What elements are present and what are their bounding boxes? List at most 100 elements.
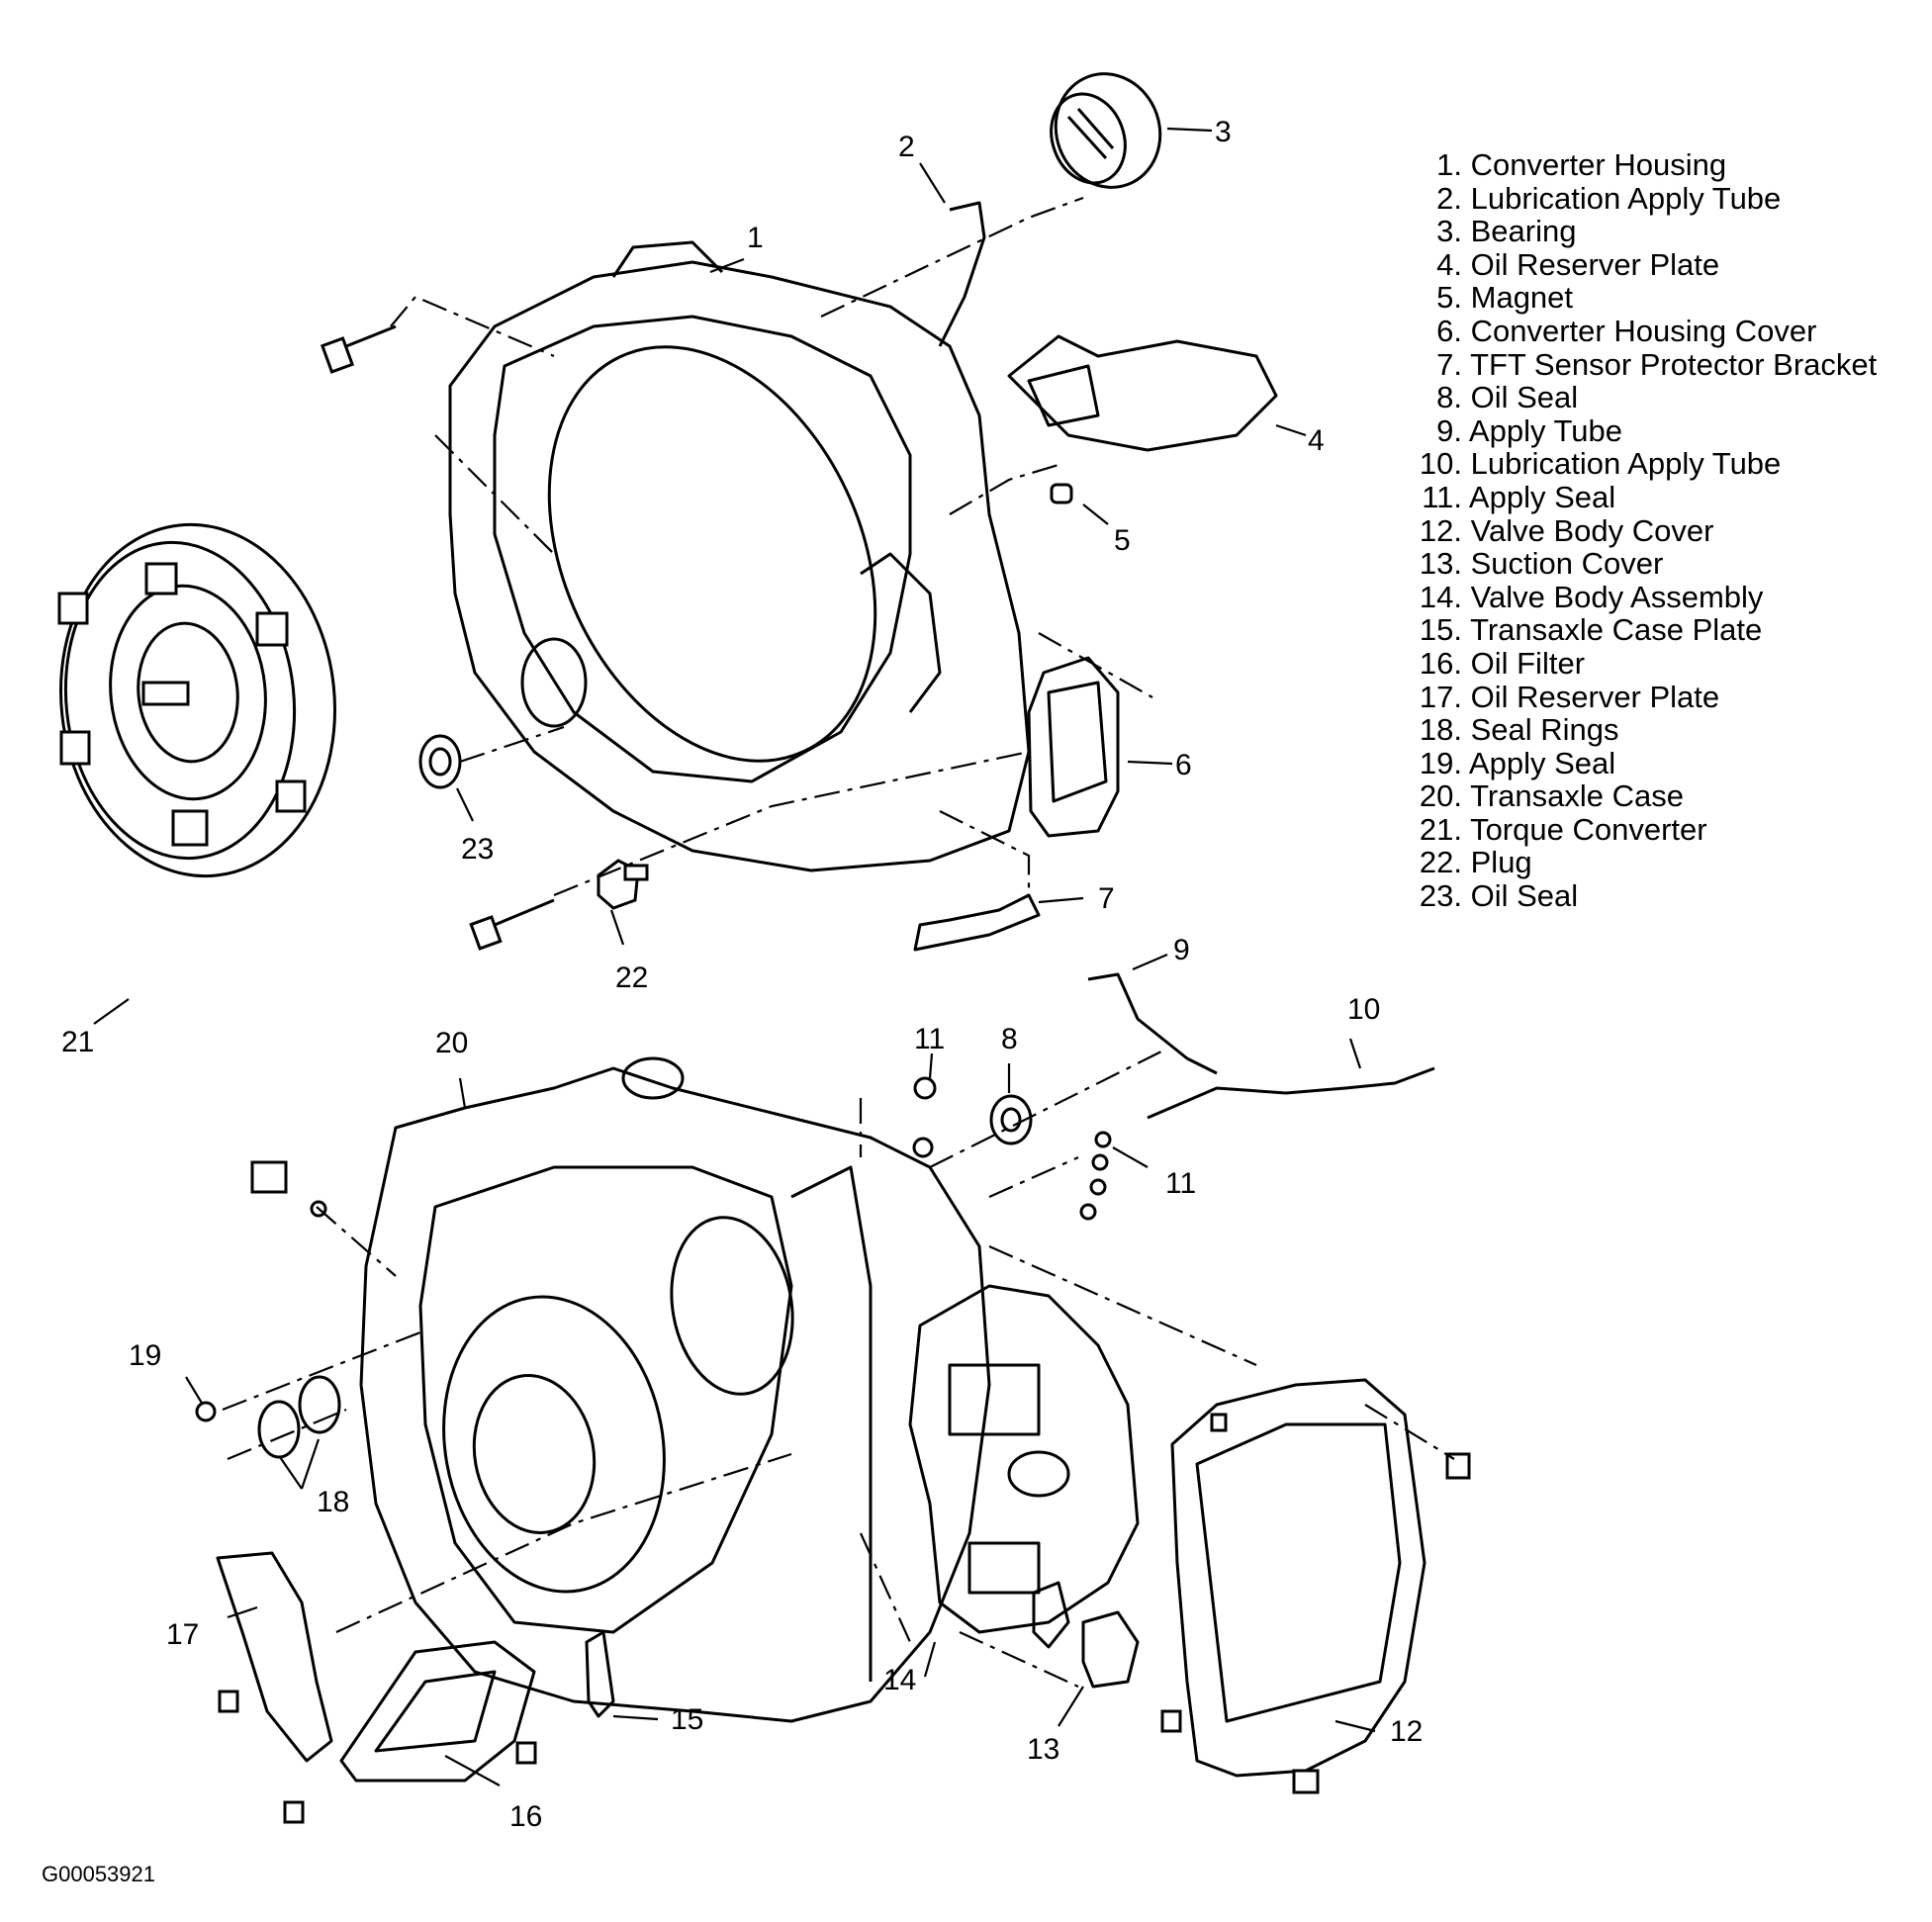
legend-item-label: Lubrication Apply Tube <box>1470 446 1782 482</box>
legend-item-label: Torque Converter <box>1470 811 1707 847</box>
legend-item: 9. Apply Tube <box>1403 412 1917 448</box>
legend-item-number: 9. <box>1436 412 1462 448</box>
lubrication-apply-tube-10-part <box>1147 1066 1435 1120</box>
legend-item-label: Suction Cover <box>1470 546 1664 582</box>
apply-seal-11-right-part <box>1079 1131 1112 1221</box>
legend-item-label: Apply Seal <box>1468 479 1616 514</box>
legend-item-number: 22. <box>1419 845 1462 880</box>
legend-item-number: 10. <box>1419 446 1462 482</box>
magnet-part <box>1050 483 1073 504</box>
legend-item-number: 21. <box>1419 811 1462 847</box>
legend-item: 2. Lubrication Apply Tube <box>1403 180 1917 216</box>
legend-item: 20. Transaxle Case <box>1403 779 1917 813</box>
valve-body-cover-part <box>1170 1378 1426 1794</box>
legend-item-label: Oil Reserver Plate <box>1470 679 1720 714</box>
oil-seal-8-part <box>989 1094 1033 1145</box>
bolt-oil-reserver <box>218 1690 239 1713</box>
bolt-upper-left <box>320 324 397 374</box>
legend-item: 13. Suction Cover <box>1403 547 1917 581</box>
callout-17: 17 <box>166 1618 199 1651</box>
legend-item-label: Seal Rings <box>1470 712 1619 748</box>
callout-4: 4 <box>1308 424 1325 457</box>
legend-item-number: 19. <box>1419 745 1462 780</box>
callout-18: 18 <box>317 1486 349 1518</box>
legend-item-number: 4. <box>1436 246 1462 282</box>
legend-item-label: Oil Reserver Plate <box>1470 246 1720 282</box>
oil-reserver-plate-upper-part <box>1007 334 1278 452</box>
callout-9: 9 <box>1173 934 1190 966</box>
legend-item-label: Converter Housing Cover <box>1470 313 1817 348</box>
legend-item: 3. Bearing <box>1403 215 1917 248</box>
legend-item-number: 8. <box>1436 380 1462 415</box>
legend-item-label: Apply Seal <box>1468 745 1616 780</box>
legend-item-label: Oil Seal <box>1470 878 1579 914</box>
legend-item-label: Transaxle Case <box>1470 778 1685 814</box>
callout-12: 12 <box>1390 1715 1423 1748</box>
bolt-lower-left <box>469 898 555 951</box>
apply-seal-11-upper-part <box>912 1076 937 1158</box>
apply-seal-19-part <box>195 1401 217 1422</box>
legend-item-label: Valve Body Assembly <box>1470 579 1764 614</box>
alignment-lines <box>222 196 1455 1688</box>
bolt-valve-body <box>1210 1413 1228 1432</box>
leader-lines <box>93 127 1376 1786</box>
legend-item-number: 23. <box>1419 878 1462 914</box>
torque-converter-part <box>57 522 336 878</box>
bolt-case-plate <box>515 1741 537 1765</box>
legend-item-label: Transaxle Case Plate <box>1470 612 1763 648</box>
callout-16: 16 <box>509 1800 542 1833</box>
legend-item: 12. Valve Body Cover <box>1403 512 1917 548</box>
callout-2: 2 <box>898 131 915 163</box>
legend-item: 8. Oil Seal <box>1403 381 1917 414</box>
oil-reserver-plate-lower-part <box>216 1551 333 1763</box>
legend-item-number: 14. <box>1419 579 1462 614</box>
oil-seal-23-part <box>418 734 462 789</box>
legend-item-number: 16. <box>1419 645 1462 681</box>
callout-21: 21 <box>61 1026 94 1058</box>
figure-id: G00053921 <box>42 1862 155 1886</box>
callout-7: 7 <box>1098 882 1115 915</box>
converter-housing-cover-part <box>1027 656 1120 838</box>
callout-13: 13 <box>1027 1733 1059 1766</box>
callout-14: 14 <box>883 1664 916 1696</box>
callout-11b: 11 <box>1165 1167 1196 1200</box>
legend-item-label: Oil Seal <box>1470 380 1579 415</box>
callout-11a: 11 <box>914 1023 945 1055</box>
legend-item-label: Magnet <box>1470 280 1574 316</box>
legend-item: 1. Converter Housing <box>1403 148 1917 182</box>
legend-item: 4. Oil Reserver Plate <box>1403 246 1917 282</box>
legend-item: 16. Oil Filter <box>1403 647 1917 681</box>
callout-8: 8 <box>1001 1023 1018 1055</box>
bolt-suction-cover <box>1160 1709 1182 1733</box>
legend-item-label: Valve Body Cover <box>1470 512 1714 548</box>
transaxle-case-plate-part <box>585 1630 615 1718</box>
legend-item-label: Lubrication Apply Tube <box>1470 180 1782 216</box>
plug-22-part <box>597 859 649 910</box>
callout-labels: 1 2 3 4 5 6 7 8 9 10 11 11 12 13 14 15 1… <box>61 116 1423 1833</box>
legend-item: 15. Transaxle Case Plate <box>1403 613 1917 647</box>
legend-item-label: TFT Sensor Protector Bracket <box>1470 346 1878 382</box>
legend-item-label: Oil Filter <box>1470 645 1586 681</box>
legend-item-number: 1. <box>1436 147 1462 182</box>
legend-item-number: 15. <box>1419 612 1462 648</box>
legend-item: 5. Magnet <box>1403 281 1917 315</box>
legend-item: 6. Converter Housing Cover <box>1403 315 1917 348</box>
legend-item: 23. Oil Seal <box>1403 879 1917 913</box>
legend-item-number: 5. <box>1436 280 1462 316</box>
legend-item-number: 13. <box>1419 546 1462 582</box>
case-plug-part <box>250 1160 327 1218</box>
legend-item: 18. Seal Rings <box>1403 713 1917 747</box>
legend-item-label: Converter Housing <box>1470 147 1727 182</box>
bearing-part <box>1050 72 1162 189</box>
legend-item-number: 3. <box>1436 214 1462 249</box>
seal-rings-part <box>257 1375 341 1459</box>
callout-20: 20 <box>435 1027 468 1059</box>
lubrication-apply-tube-part <box>938 201 986 347</box>
legend-item-number: 6. <box>1436 313 1462 348</box>
legend-item: 7. TFT Sensor Protector Bracket <box>1403 346 1917 382</box>
bolt-oil-filter <box>283 1800 305 1824</box>
legend-item: 10. Lubrication Apply Tube <box>1403 447 1917 481</box>
legend-item-number: 11. <box>1422 479 1462 514</box>
legend-item-number: 18. <box>1419 712 1462 748</box>
